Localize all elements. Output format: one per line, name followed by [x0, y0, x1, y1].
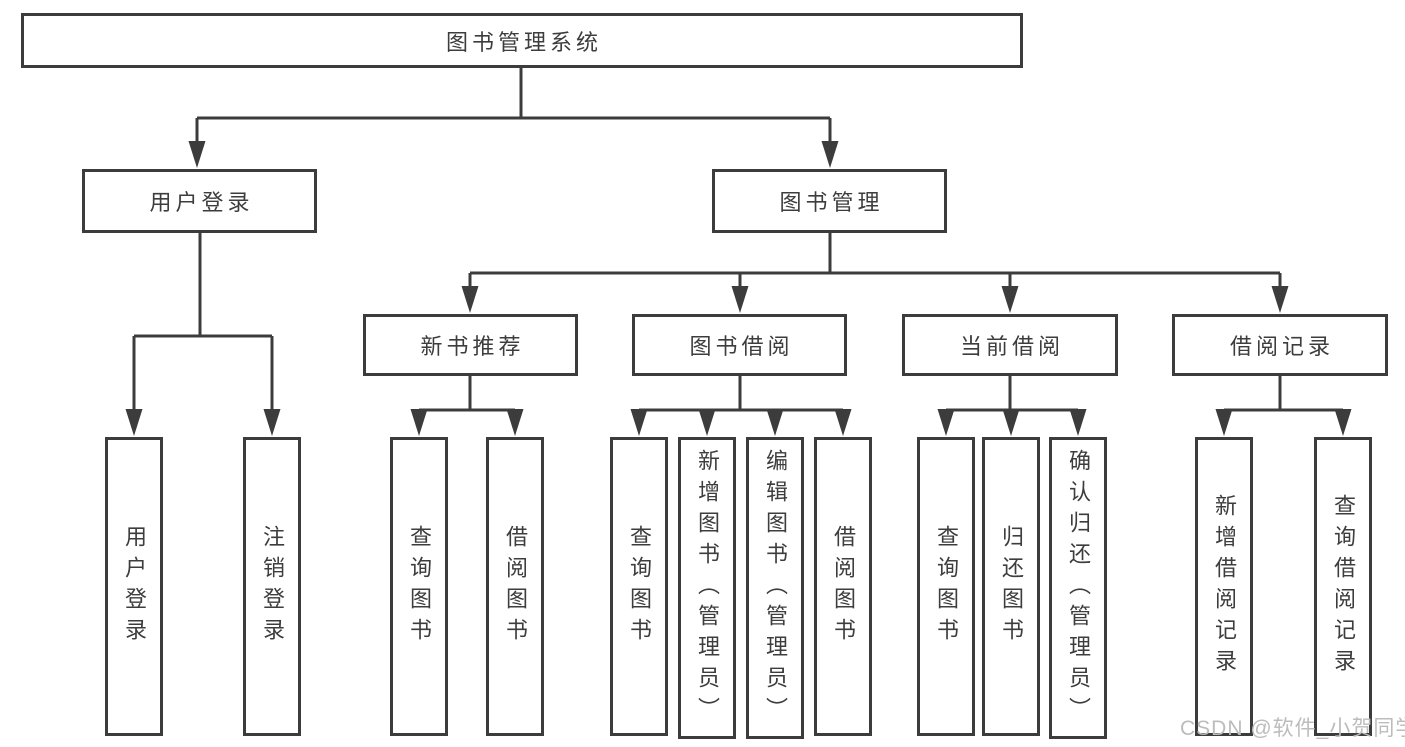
leaf-query-books-borrowing: 查询图书 — [610, 437, 668, 736]
leaf-add-borrow-record-label: 新增借阅记录 — [1212, 493, 1237, 680]
leaf-query-books-current: 查询图书 — [917, 437, 975, 736]
leaf-confirm-return-admin-label: 确认归还（管理员） — [1066, 448, 1091, 728]
node-user-login: 用户登录 — [82, 169, 317, 233]
node-new-book-recommendation-label: 新书推荐 — [420, 334, 525, 359]
node-current-borrowing-label: 当前借阅 — [959, 334, 1064, 359]
leaf-add-book-admin-label: 新增图书（管理员） — [695, 448, 720, 728]
node-current-borrowing: 当前借阅 — [902, 314, 1118, 376]
leaf-borrow-books-recommend: 借阅图书 — [486, 437, 544, 736]
leaf-query-books-current-label: 查询图书 — [934, 524, 959, 649]
leaf-logout: 注销登录 — [243, 437, 301, 736]
leaf-return-books-label: 归还图书 — [999, 524, 1024, 649]
leaf-add-book-admin: 新增图书（管理员） — [678, 437, 736, 739]
leaf-add-borrow-record: 新增借阅记录 — [1195, 437, 1253, 736]
node-library-system: 图书管理系统 — [21, 13, 1023, 68]
leaf-edit-book-admin: 编辑图书（管理员） — [746, 437, 804, 739]
node-user-login-label: 用户登录 — [149, 190, 254, 215]
leaf-query-books-recommend-label: 查询图书 — [407, 524, 432, 649]
leaf-user-login: 用户登录 — [105, 437, 163, 736]
node-library-system-label: 图书管理系统 — [445, 29, 602, 55]
leaf-borrow-books-borrowing: 借阅图书 — [814, 437, 872, 736]
leaf-query-borrow-record: 查询借阅记录 — [1314, 437, 1372, 736]
node-book-management: 图书管理 — [712, 169, 947, 233]
leaf-query-books-recommend: 查询图书 — [390, 437, 448, 736]
leaf-return-books: 归还图书 — [982, 437, 1040, 736]
leaf-borrow-books-borrowing-label: 借阅图书 — [831, 524, 856, 649]
node-book-borrowing: 图书借阅 — [632, 314, 847, 376]
node-borrowing-records-label: 借阅记录 — [1229, 334, 1334, 359]
leaf-query-borrow-record-label: 查询借阅记录 — [1331, 493, 1356, 680]
leaf-logout-label: 注销登录 — [260, 524, 285, 649]
leaf-query-books-borrowing-label: 查询图书 — [627, 524, 652, 649]
node-book-management-label: 图书管理 — [779, 190, 884, 215]
leaf-edit-book-admin-label: 编辑图书（管理员） — [763, 448, 788, 728]
node-borrowing-records: 借阅记录 — [1172, 314, 1388, 376]
node-new-book-recommendation: 新书推荐 — [363, 314, 578, 376]
leaf-confirm-return-admin: 确认归还（管理员） — [1049, 437, 1107, 739]
csdn-watermark: CSDN @软件_小贺同学 — [1180, 717, 1405, 740]
leaf-borrow-books-recommend-label: 借阅图书 — [503, 524, 528, 649]
node-book-borrowing-label: 图书借阅 — [689, 334, 794, 359]
leaf-user-login-label: 用户登录 — [122, 524, 147, 649]
